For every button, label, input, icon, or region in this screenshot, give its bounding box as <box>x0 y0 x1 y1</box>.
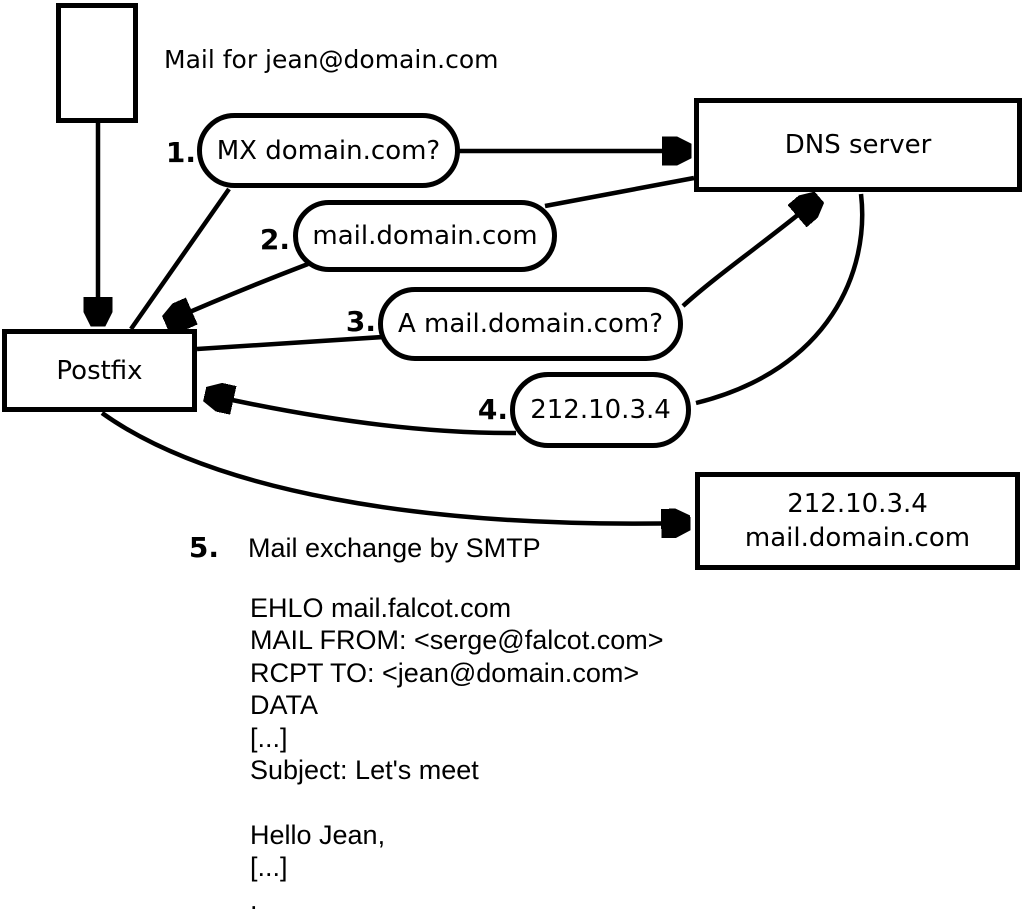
smtp-line: Hello Jean, <box>250 819 386 850</box>
dns-server-label: DNS server <box>784 130 932 160</box>
smtp-line: RCPT TO: <jean@domain.com> <box>250 657 640 688</box>
response-pill-ip-label: 212.10.3.4 <box>530 395 671 425</box>
step-number-2: 2. <box>259 223 290 256</box>
query-pill-a-record-label: A mail.domain.com? <box>398 309 663 339</box>
arrow-response4-to-postfix <box>209 395 517 436</box>
query-pill-a-record: A mail.domain.com? <box>378 287 683 361</box>
smtp-line: [...] <box>250 722 288 753</box>
step-number-4: 4. <box>477 393 508 426</box>
step-5-label: Mail exchange by SMTP <box>248 533 541 563</box>
postfix-label: Postfix <box>56 355 143 386</box>
line-dns-to-response4 <box>695 193 865 406</box>
response-pill-mx-result: mail.domain.com <box>293 200 557 272</box>
line-postfix-to-query3 <box>196 334 384 352</box>
arrow-response2-to-postfix <box>169 261 309 321</box>
smtp-line: . <box>250 884 258 915</box>
postfix-node: Postfix <box>2 329 197 412</box>
mail-title: Mail for jean@domain.com <box>164 45 499 74</box>
response-pill-mx-result-label: mail.domain.com <box>312 221 538 251</box>
step-number-5: 5. <box>188 531 219 564</box>
smtp-line: Subject: Let's meet <box>250 755 479 786</box>
smtp-line <box>250 786 664 818</box>
destination-hostname: mail.domain.com <box>744 523 971 553</box>
arrow-query3-to-dns <box>681 200 816 308</box>
line-postfix-to-query1 <box>129 187 231 331</box>
step-number-1: 1. <box>165 136 196 169</box>
smtp-line: MAIL FROM: <serge@falcot.com> <box>250 625 664 656</box>
step-number-3: 3. <box>345 305 376 338</box>
destination-server-node: 212.10.3.4 mail.domain.com <box>695 472 1020 570</box>
smtp-line: EHLO mail.falcot.com <box>250 593 512 623</box>
line-dns-to-response2 <box>544 175 695 209</box>
query-pill-mx-label: MX domain.com? <box>216 135 441 166</box>
smtp-line: [...] <box>250 852 288 883</box>
smtp-line: DATA <box>250 690 319 721</box>
response-pill-ip: 212.10.3.4 <box>510 372 691 448</box>
destination-ip: 212.10.3.4 <box>787 489 928 519</box>
mail-message-node <box>56 3 138 123</box>
dns-server-node: DNS server <box>694 98 1022 192</box>
query-pill-mx: MX domain.com? <box>197 113 460 188</box>
arrow-postfix-to-mailserver <box>100 411 686 524</box>
